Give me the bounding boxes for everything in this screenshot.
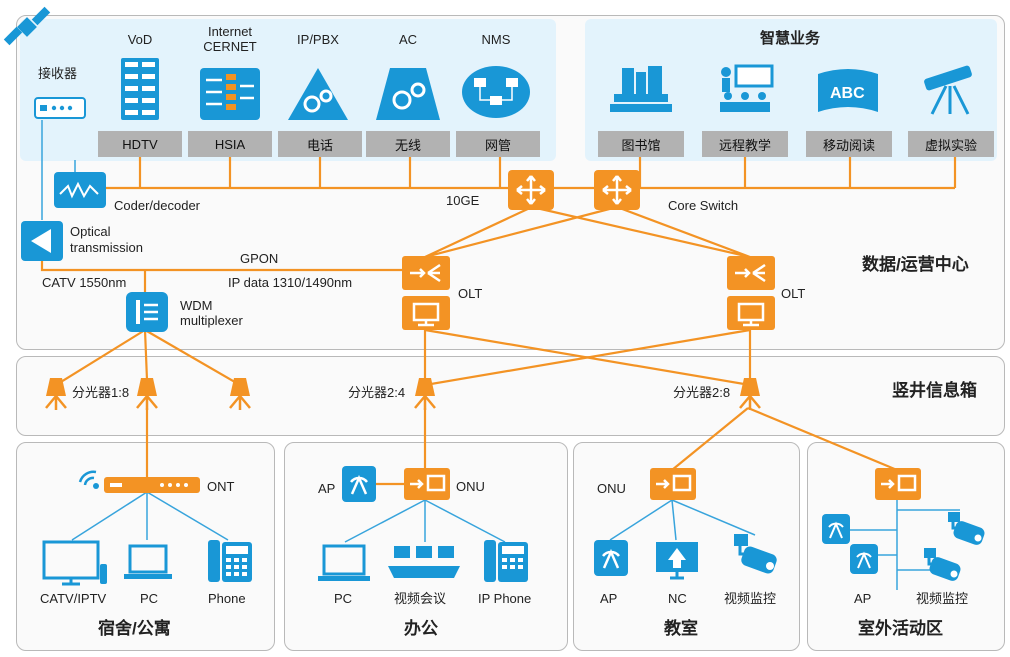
phone-service-box: 电话 bbox=[278, 131, 362, 157]
nms-box: 网管 bbox=[456, 131, 540, 157]
laptop-icon bbox=[318, 544, 370, 587]
office-device-pc: PC bbox=[334, 591, 353, 606]
gpon-label: GPON bbox=[240, 251, 279, 266]
office-title: 办公 bbox=[404, 619, 438, 638]
nms-icon bbox=[462, 66, 530, 123]
outdoor-device-ap: AP bbox=[854, 591, 872, 606]
receiver-label: 接收器 bbox=[38, 66, 78, 81]
receiver-icon bbox=[34, 97, 86, 124]
dorm-device-pc: PC bbox=[140, 591, 159, 606]
camera-icon bbox=[946, 510, 988, 557]
ap-icon bbox=[342, 466, 376, 507]
outdoor-device-camera: 视频监控 bbox=[916, 591, 969, 606]
server-rack-icon bbox=[121, 58, 159, 125]
olt-icon bbox=[402, 256, 450, 335]
phone-icon bbox=[484, 540, 528, 587]
vod-label: VoD bbox=[127, 32, 153, 47]
splitter-icon bbox=[411, 376, 439, 417]
library-icon bbox=[610, 64, 672, 121]
classroom-device-camera: 视频监控 bbox=[724, 591, 777, 606]
onu-icon bbox=[650, 468, 696, 505]
wdm-label-2: multiplexer bbox=[180, 313, 243, 328]
tv-icon bbox=[42, 540, 108, 593]
hsia-box: HSIA bbox=[188, 131, 272, 157]
wifi-icon bbox=[76, 468, 102, 497]
shaft-title: 竖井信息箱 bbox=[892, 381, 977, 400]
office-device-ipphone: IP Phone bbox=[478, 591, 532, 606]
phone-icon bbox=[208, 540, 252, 587]
core-switch-icon bbox=[508, 170, 554, 215]
outdoor-title: 室外活动区 bbox=[858, 619, 943, 638]
splitter-icon bbox=[42, 376, 70, 417]
smart-item-library: 图书馆 bbox=[598, 131, 684, 157]
cernet-label: CERNET bbox=[203, 39, 257, 54]
core-switch-icon bbox=[594, 170, 640, 215]
camera-icon bbox=[922, 546, 964, 593]
ap-icon bbox=[822, 514, 850, 549]
pbx-icon bbox=[288, 68, 348, 125]
office-ap-label: AP bbox=[318, 481, 336, 496]
codec-label: Coder/decoder bbox=[114, 198, 200, 213]
teaching-icon bbox=[714, 64, 776, 121]
wdm-icon bbox=[126, 292, 168, 337]
smart-item-teaching: 远程教学 bbox=[702, 131, 788, 157]
svg-text:ABC: ABC bbox=[830, 85, 865, 102]
splitter-icon bbox=[226, 376, 254, 417]
firewall-icon bbox=[200, 68, 260, 125]
reading-icon: ABC bbox=[816, 64, 880, 121]
office-device-conference: 视频会议 bbox=[394, 591, 447, 606]
splitter-label-1: 分光器1:8 bbox=[72, 385, 130, 400]
core-switch-label: Core Switch bbox=[668, 198, 739, 213]
telescope-icon bbox=[918, 64, 980, 121]
optical-label-2: transmission bbox=[70, 240, 143, 255]
splitter-icon bbox=[133, 376, 161, 417]
camera-icon bbox=[732, 532, 778, 587]
splitter-icon bbox=[736, 376, 764, 417]
wireless-box: 无线 bbox=[366, 131, 450, 157]
olt-label-1: OLT bbox=[458, 286, 483, 301]
satellite-icon bbox=[2, 4, 54, 57]
dorm-title: 宿舍/公寓 bbox=[98, 619, 171, 638]
classroom-device-nc: NC bbox=[668, 591, 687, 606]
onu-icon bbox=[404, 468, 450, 505]
nms-label: NMS bbox=[481, 32, 511, 47]
classroom-onu-label: ONU bbox=[597, 481, 626, 496]
optical-icon bbox=[21, 221, 63, 266]
onu-icon bbox=[875, 468, 921, 505]
shaft-zone bbox=[16, 356, 1005, 436]
wdm-label-1: WDM bbox=[180, 298, 213, 313]
ippbx-label: IP/PBX bbox=[297, 32, 339, 47]
office-onu-label: ONU bbox=[456, 479, 485, 494]
ac-label: AC bbox=[398, 32, 418, 47]
ont-icon bbox=[104, 477, 200, 498]
catv-label: CATV 1550nm bbox=[42, 275, 127, 290]
olt-label-2: OLT bbox=[781, 286, 806, 301]
classroom-title: 教室 bbox=[664, 619, 698, 638]
smart-item-reading: 移动阅读 bbox=[806, 131, 892, 157]
ipdata-label: IP data 1310/1490nm bbox=[228, 275, 353, 290]
splitter-label-2: 分光器2:4 bbox=[348, 385, 406, 400]
ac-icon bbox=[376, 68, 440, 125]
datacenter-title: 数据/运营中心 bbox=[862, 255, 969, 274]
ont-label: ONT bbox=[207, 479, 235, 494]
laptop-icon bbox=[124, 544, 172, 585]
ap-icon bbox=[594, 540, 628, 581]
dorm-device-phone: Phone bbox=[208, 591, 246, 606]
codec-icon bbox=[54, 172, 106, 213]
nc-icon bbox=[654, 540, 700, 587]
dorm-device-tv: CATV/IPTV bbox=[40, 591, 107, 606]
smart-item-lab: 虚拟实验 bbox=[908, 131, 994, 157]
classroom-device-ap: AP bbox=[600, 591, 618, 606]
conference-icon bbox=[388, 544, 460, 589]
tenge-label: 10GE bbox=[446, 193, 480, 208]
olt-icon bbox=[727, 256, 775, 335]
smart-title: 智慧业务 bbox=[759, 30, 820, 47]
splitter-label-3: 分光器2:8 bbox=[673, 385, 731, 400]
ap-icon bbox=[850, 544, 878, 579]
optical-label-1: Optical bbox=[70, 224, 111, 239]
internet-label: Internet bbox=[207, 24, 253, 39]
hdtv-box: HDTV bbox=[98, 131, 182, 157]
